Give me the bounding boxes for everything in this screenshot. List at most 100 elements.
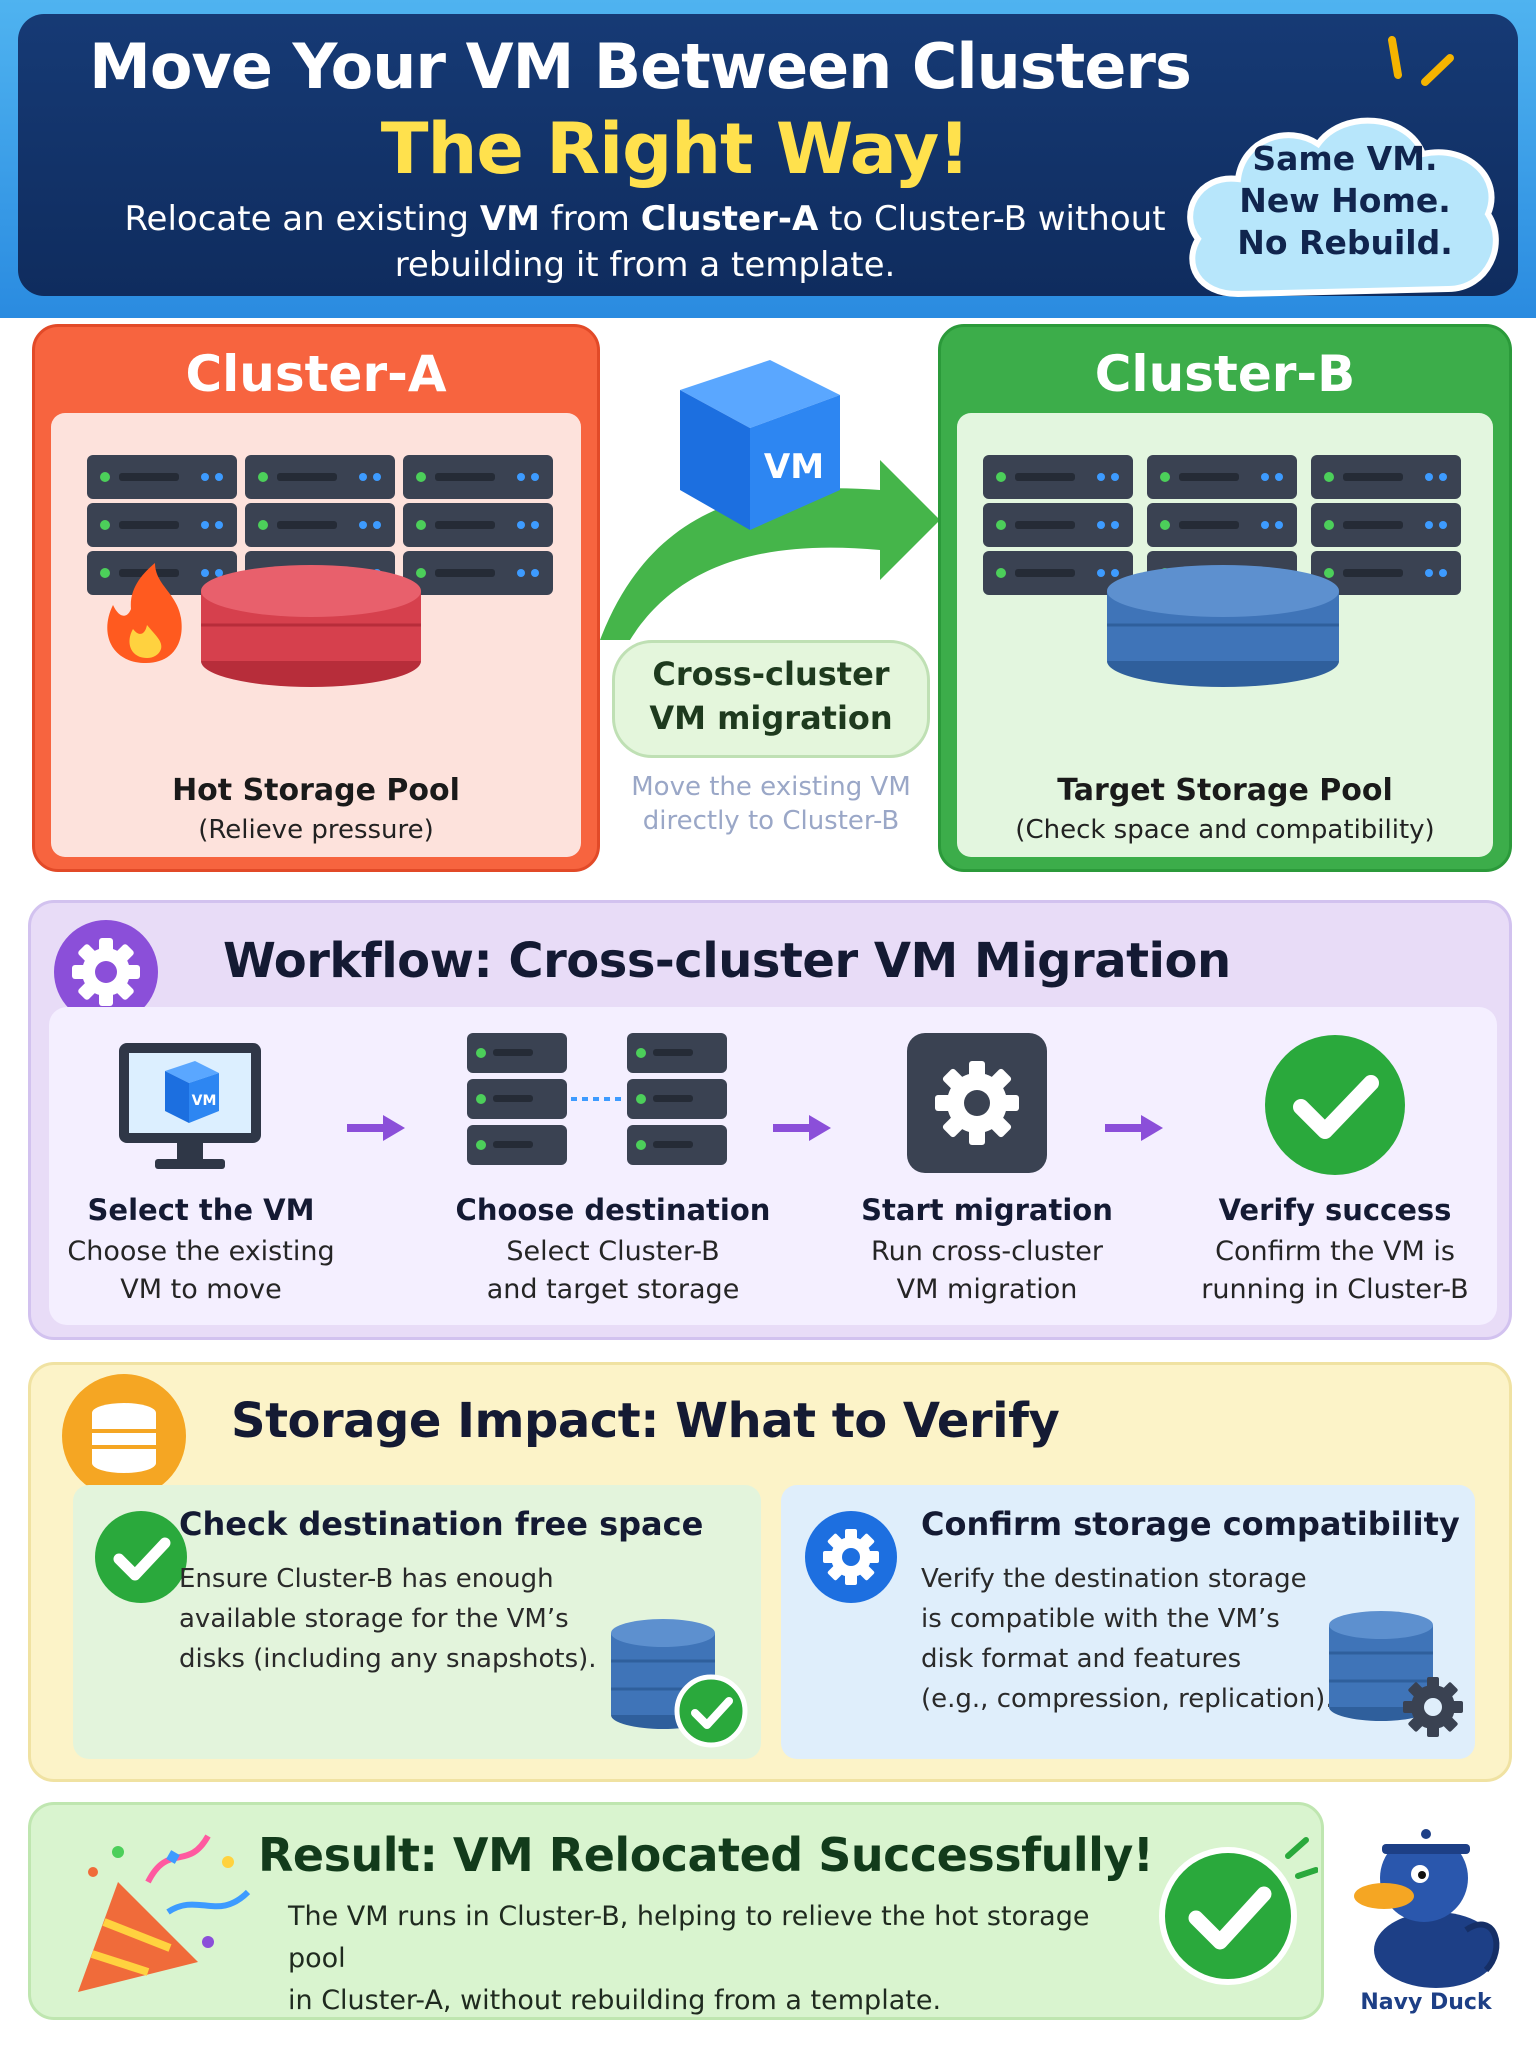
step-3-title: Start migration bbox=[861, 1193, 1113, 1227]
free-space-title: Check destination free space bbox=[179, 1505, 704, 1543]
free-space-desc: Ensure Cluster-B has enough available st… bbox=[179, 1559, 597, 1679]
check-icon bbox=[1265, 1035, 1405, 1175]
fire-icon bbox=[107, 563, 182, 663]
subtitle-text: Relocate an existing bbox=[124, 199, 480, 239]
server-pair-icon bbox=[467, 1033, 727, 1165]
pill-line: Cross-cluster bbox=[652, 655, 890, 693]
cluster-a-pool-label: Hot Storage Pool bbox=[172, 773, 460, 808]
step-1-title: Select the VM bbox=[87, 1193, 315, 1227]
migration-arrow-graphic: VM bbox=[600, 360, 940, 640]
arrow-icon bbox=[347, 1115, 405, 1141]
result-title: Result: VM Relocated Successfully! bbox=[258, 1828, 1154, 1882]
cluster-b-panel: Cluster-B Target Storage Pool (Check spa… bbox=[938, 324, 1512, 872]
result-desc-line: The VM runs in Cluster-B, helping to rel… bbox=[288, 1901, 1090, 1974]
check-icon bbox=[1159, 1837, 1318, 1985]
cloud-line: New Home. bbox=[1239, 181, 1451, 220]
cluster-b-pool-sub: (Check space and compatibility) bbox=[1015, 815, 1435, 845]
page-title-highlight: The Right Way! bbox=[380, 108, 970, 190]
duck-mascot-icon bbox=[1354, 1827, 1500, 1988]
step-1-desc: Choose the existing VM to move bbox=[51, 1233, 351, 1309]
step-desc-line: Confirm the VM is bbox=[1215, 1236, 1455, 1267]
card-desc-line: Verify the destination storage bbox=[921, 1564, 1307, 1594]
workflow-title: Workflow: Cross-cluster VM Migration bbox=[223, 933, 1231, 989]
pill-line: VM migration bbox=[649, 699, 893, 737]
storage-title: Storage Impact: What to Verify bbox=[231, 1393, 1060, 1449]
cluster-a-panel: Cluster-A bbox=[32, 324, 600, 872]
cluster-b-pool-label: Target Storage Pool bbox=[1057, 773, 1393, 808]
workflow-steps bbox=[49, 1007, 1497, 1325]
card-desc-line: available storage for the VM’s bbox=[179, 1604, 569, 1634]
database-icon bbox=[201, 565, 421, 687]
compatibility-title: Confirm storage compatibility bbox=[921, 1505, 1460, 1543]
cluster-a-title: Cluster-A bbox=[185, 345, 447, 403]
subtitle-cluster-a: Cluster-A bbox=[640, 199, 819, 239]
free-space-card: Check destination free space Ensure Clus… bbox=[73, 1485, 761, 1759]
step-desc-line: running in Cluster-B bbox=[1201, 1274, 1469, 1305]
migration-pill-text: Cross-cluster VM migration bbox=[612, 652, 930, 740]
party-popper-icon bbox=[78, 1834, 251, 1992]
storage-section: Storage Impact: What to Verify Check des… bbox=[28, 1362, 1512, 1782]
cluster-a-pool-sub: (Relieve pressure) bbox=[198, 815, 434, 845]
cluster-b-title: Cluster-B bbox=[1094, 345, 1356, 403]
step-3-desc: Run cross-cluster VM migration bbox=[837, 1233, 1137, 1309]
subtitle-text: to Cluster-B without bbox=[818, 199, 1166, 239]
database-icon bbox=[1107, 565, 1339, 687]
note-line: directly to Cluster-B bbox=[642, 806, 900, 836]
card-desc-line: (e.g., compression, replication). bbox=[921, 1684, 1334, 1714]
subtitle-vm: VM bbox=[479, 199, 540, 239]
server-rack-icon bbox=[1311, 455, 1461, 595]
step-desc-line: Select Cluster-B bbox=[506, 1236, 720, 1267]
arrow-icon bbox=[1105, 1115, 1163, 1141]
sparkle-rays-icon bbox=[1388, 36, 1454, 86]
monitor-vm-label: VM bbox=[192, 1093, 217, 1109]
cluster-a-inner bbox=[51, 413, 581, 857]
database-gear-icon bbox=[1329, 1611, 1463, 1737]
cloud-line: No Rebuild. bbox=[1237, 223, 1453, 262]
database-check-icon bbox=[611, 1619, 748, 1748]
workflow-section: Workflow: Cross-cluster VM Migration VM bbox=[28, 900, 1512, 1340]
server-rack-icon bbox=[403, 455, 553, 595]
step-desc-line: VM migration bbox=[896, 1274, 1078, 1305]
step-desc-line: VM to move bbox=[120, 1274, 282, 1305]
card-desc-line: disks (including any snapshots). bbox=[179, 1644, 597, 1674]
step-2-desc: Select Cluster-B and target storage bbox=[443, 1233, 783, 1309]
vm-cube-icon bbox=[680, 360, 840, 530]
card-desc-line: is compatible with the VM’s bbox=[921, 1604, 1280, 1634]
result-desc: The VM runs in Cluster-B, helping to rel… bbox=[288, 1896, 1148, 2022]
result-desc-line: in Cluster-A, without rebuilding from a … bbox=[288, 1985, 942, 2016]
gear-icon bbox=[805, 1511, 897, 1603]
page-title: Move Your VM Between Clusters bbox=[89, 30, 1192, 103]
subtitle-text: from bbox=[539, 199, 641, 239]
subtitle-line2: rebuilding it from a template. bbox=[394, 245, 896, 285]
check-icon bbox=[95, 1511, 187, 1603]
mascot-label: Navy Duck bbox=[1360, 1990, 1492, 2015]
step-desc-line: Choose the existing bbox=[67, 1236, 335, 1267]
step-desc-line: Run cross-cluster bbox=[871, 1236, 1103, 1267]
gear-icon bbox=[54, 920, 158, 1024]
cloud-line: Same VM. bbox=[1252, 139, 1438, 178]
page-subtitle: Relocate an existing VM from Cluster-A t… bbox=[80, 196, 1210, 288]
cloud-badge bbox=[1187, 117, 1499, 298]
step-4-title: Verify success bbox=[1218, 1193, 1452, 1227]
card-desc-line: disk format and features bbox=[921, 1644, 1242, 1674]
note-line: Move the existing VM bbox=[631, 772, 911, 802]
server-rack-icon bbox=[983, 455, 1133, 595]
gear-icon bbox=[907, 1033, 1047, 1173]
step-4-desc: Confirm the VM is running in Cluster-B bbox=[1185, 1233, 1485, 1309]
step-desc-line: and target storage bbox=[486, 1274, 740, 1305]
monitor-icon: VM bbox=[119, 1043, 261, 1169]
arrow-icon bbox=[773, 1115, 831, 1141]
compatibility-card: Confirm storage compatibility Verify the… bbox=[781, 1485, 1475, 1759]
vm-cube-label: VM bbox=[764, 447, 824, 487]
cluster-a-illustration bbox=[87, 455, 553, 687]
result-section bbox=[28, 1802, 1324, 2020]
database-icon bbox=[62, 1374, 186, 1498]
migration-pill bbox=[612, 640, 930, 758]
card-desc-line: Ensure Cluster-B has enough bbox=[179, 1564, 554, 1594]
compatibility-desc: Verify the destination storage is compat… bbox=[921, 1559, 1334, 1719]
cluster-b-illustration bbox=[983, 455, 1461, 687]
server-rack-icon bbox=[87, 455, 237, 595]
step-2-title: Choose destination bbox=[455, 1193, 771, 1227]
cloud-badge-text: Same VM. New Home. No Rebuild. bbox=[1200, 138, 1490, 264]
cluster-b-inner bbox=[957, 413, 1493, 857]
